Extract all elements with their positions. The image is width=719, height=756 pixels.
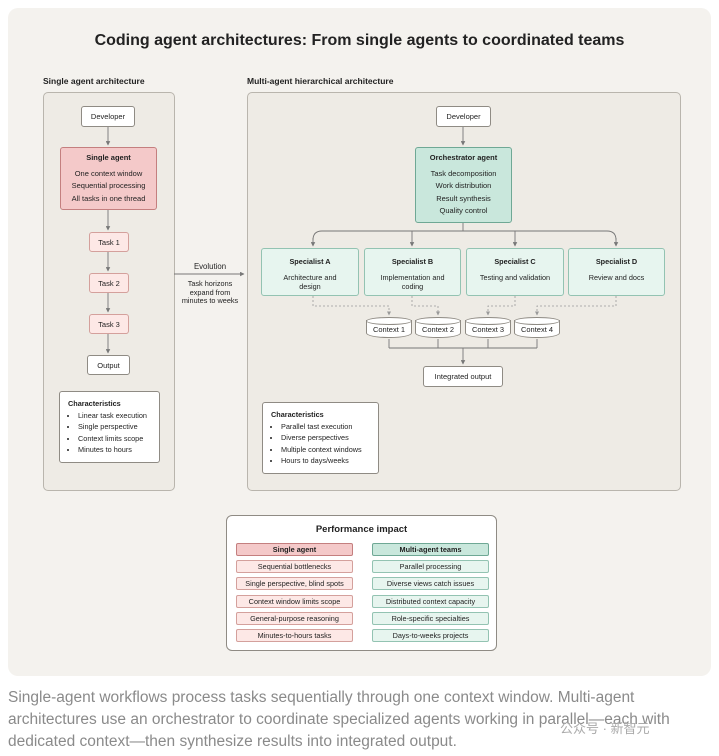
multi-char-item: Parallel tast execution xyxy=(281,421,378,432)
perf-left-cell: Single perspective, blind spots xyxy=(236,577,353,590)
diagram-title: Coding agent architectures: From single … xyxy=(94,32,625,49)
context-1-cylinder: Context 1 xyxy=(366,317,412,339)
dashed-d-to-context4 xyxy=(535,296,617,316)
single-char-item: Context limits scope xyxy=(78,433,159,444)
single-char-item: Linear task execution xyxy=(78,410,159,421)
single-char-item: Single perspective xyxy=(78,421,159,432)
specialist-desc: design xyxy=(299,282,321,291)
figure-caption: Single-agent workflows process tasks seq… xyxy=(8,689,670,750)
single-agent-line: All tasks in one thread xyxy=(71,193,146,203)
task-1-box: Task 1 xyxy=(89,232,129,252)
specialist-desc: coding xyxy=(401,282,424,291)
single-section-title: Single agent architecture xyxy=(43,76,145,86)
context-2-cylinder: Context 2 xyxy=(415,317,461,339)
specialist-desc: Architecture and xyxy=(283,273,337,282)
orchestrator-title: Orchestrator agent xyxy=(429,153,498,163)
evolution-line: expand from xyxy=(189,287,231,297)
perf-right-cell: Role-specific specialties xyxy=(372,612,489,625)
perf-left-cell: Sequential bottlenecks xyxy=(236,560,353,573)
specialist-title: Specialist A xyxy=(289,257,331,266)
task-3-box: Task 3 xyxy=(89,314,129,334)
specialist-d-box: Specialist D Review and docs xyxy=(568,248,665,296)
evolution-note: Task horizons expand from minutes to wee… xyxy=(175,279,245,306)
orchestrator-line: Work distribution xyxy=(435,181,492,191)
multi-section-title: Multi-agent hierarchical architecture xyxy=(247,76,394,86)
single-developer-box: Developer xyxy=(81,106,135,127)
perf-right-cell: Diverse views catch issues xyxy=(372,577,489,590)
evolution-line: minutes to weeks xyxy=(181,296,239,305)
orchestrator-line: Result synthesis xyxy=(436,193,491,203)
watermark: 公众号 · 新智元 xyxy=(560,721,650,736)
single-char-title: Characteristics xyxy=(68,399,121,408)
single-char-item: Minutes to hours xyxy=(78,444,159,455)
orchestrator-line: Task decomposition xyxy=(430,168,497,178)
specialist-desc: Implementation and xyxy=(380,273,445,282)
context-4-cylinder: Context 4 xyxy=(514,317,560,339)
single-agent-line: One context window xyxy=(74,168,143,178)
single-agent-box: Single agent One context window Sequenti… xyxy=(60,147,157,210)
specialist-title: Specialist C xyxy=(494,257,536,266)
specialist-desc: Testing and validation xyxy=(479,273,551,282)
perf-right-cell: Parallel processing xyxy=(372,560,489,573)
connector-to-specialists xyxy=(312,230,617,241)
specialist-a-box: Specialist A Architecture and design xyxy=(261,248,359,296)
multi-developer-box: Developer xyxy=(436,106,491,127)
specialist-c-box: Specialist C Testing and validation xyxy=(466,248,564,296)
perf-right-header: Multi-agent teams xyxy=(372,543,489,556)
integrated-output-box: Integrated output xyxy=(423,366,503,387)
dashed-a-to-context1 xyxy=(312,296,391,316)
performance-impact-box: Performance impact Single agent Multi-ag… xyxy=(226,515,497,651)
perf-left-header: Single agent xyxy=(236,543,353,556)
specialist-b-box: Specialist B Implementation and coding xyxy=(364,248,461,296)
performance-title: Performance impact xyxy=(315,524,408,535)
multi-char-item: Hours to days/weeks xyxy=(281,455,378,466)
evolution-label: Evolution xyxy=(193,262,227,271)
single-output-box: Output xyxy=(87,355,130,375)
dashed-b-to-context2 xyxy=(411,296,440,316)
specialist-title: Specialist D xyxy=(595,257,638,266)
single-agent-title: Single agent xyxy=(86,153,131,162)
orchestrator-box: Orchestrator agent Task decomposition Wo… xyxy=(415,147,512,223)
single-characteristics: Characteristics Linear task execution Si… xyxy=(59,391,160,463)
multi-char-item: Diverse perspectives xyxy=(281,432,378,443)
evolution-label-group: Evolution xyxy=(175,262,245,271)
perf-left-cell: Context window limits scope xyxy=(236,595,353,608)
context-3-cylinder: Context 3 xyxy=(465,317,511,339)
multi-char-item: Multiple context windows xyxy=(281,444,378,455)
perf-right-cell: Distributed context capacity xyxy=(372,595,489,608)
specialist-desc: Review and docs xyxy=(588,273,645,282)
specialist-title: Specialist B xyxy=(391,257,434,266)
perf-left-cell: General-purpose reasoning xyxy=(236,612,353,625)
orchestrator-line: Quality control xyxy=(439,206,488,216)
perf-left-cell: Minutes-to-hours tasks xyxy=(236,629,353,642)
dashed-c-to-context3 xyxy=(486,296,516,316)
multi-char-title: Characteristics xyxy=(271,410,324,419)
single-agent-line: Sequential processing xyxy=(71,181,146,190)
multi-characteristics: Characteristics Parallel tast execution … xyxy=(262,402,379,474)
evolution-line: Task horizons xyxy=(187,279,233,288)
perf-right-cell: Days-to-weeks projects xyxy=(372,629,489,642)
task-2-box: Task 2 xyxy=(89,273,129,293)
